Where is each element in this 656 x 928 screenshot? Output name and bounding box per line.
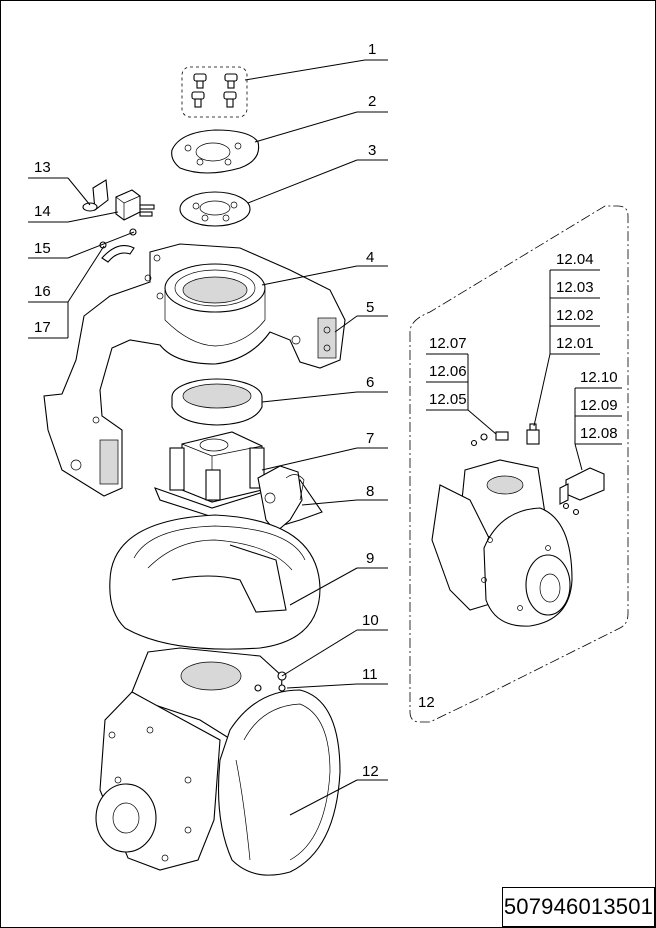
detail-reference-label: 12	[418, 694, 435, 711]
callout-12: 12	[362, 763, 379, 780]
leader-lines	[28, 59, 622, 816]
part-9-cover-shroud	[109, 514, 321, 650]
callout-10: 10	[362, 612, 379, 629]
detail-view-12	[409, 205, 629, 723]
part-1-screws	[181, 66, 248, 118]
part-16-17-cable-clip	[99, 241, 135, 263]
callout-4: 4	[366, 249, 374, 266]
callout-9: 9	[366, 550, 374, 567]
part-3-spacer-plate	[179, 191, 251, 227]
part-6-bearing	[171, 378, 263, 426]
callout-12-08: 12.08	[580, 425, 618, 442]
callout-16: 16	[34, 283, 51, 300]
callout-12-07: 12.07	[429, 335, 467, 352]
callout-12-10: 12.10	[580, 369, 618, 386]
callout-12-01: 12.01	[556, 335, 594, 352]
callout-2: 2	[368, 93, 376, 110]
part-12-drive-unit	[95, 647, 341, 876]
callout-5: 5	[366, 299, 374, 316]
callout-3: 3	[368, 142, 376, 159]
callout-12-05: 12.05	[429, 391, 467, 408]
callout-17: 17	[34, 319, 51, 336]
part-8-mount-bracket	[257, 465, 305, 533]
callout-labels: 1 2 3 4 5 6 7 8 9 10 11 12 13 14 15 16 1…	[34, 41, 618, 780]
part-13-15-sensor-bracket	[82, 179, 155, 236]
callout-7: 7	[366, 430, 374, 447]
part-2-top-plate	[171, 129, 260, 174]
callout-11: 11	[362, 666, 378, 683]
callout-15: 15	[34, 240, 51, 257]
callout-12-06: 12.06	[429, 363, 467, 380]
callout-6: 6	[366, 374, 374, 391]
callout-12-09: 12.09	[580, 397, 618, 414]
callout-12-02: 12.02	[556, 307, 594, 324]
document-number: 507946013501	[502, 887, 655, 927]
callout-12-04: 12.04	[556, 251, 594, 268]
callout-12-03: 12.03	[556, 279, 594, 296]
callout-13: 13	[34, 159, 51, 176]
callout-14: 14	[34, 203, 51, 220]
callout-8: 8	[366, 483, 374, 500]
part-4-swivel-frame	[43, 243, 346, 497]
callout-1: 1	[368, 41, 376, 58]
